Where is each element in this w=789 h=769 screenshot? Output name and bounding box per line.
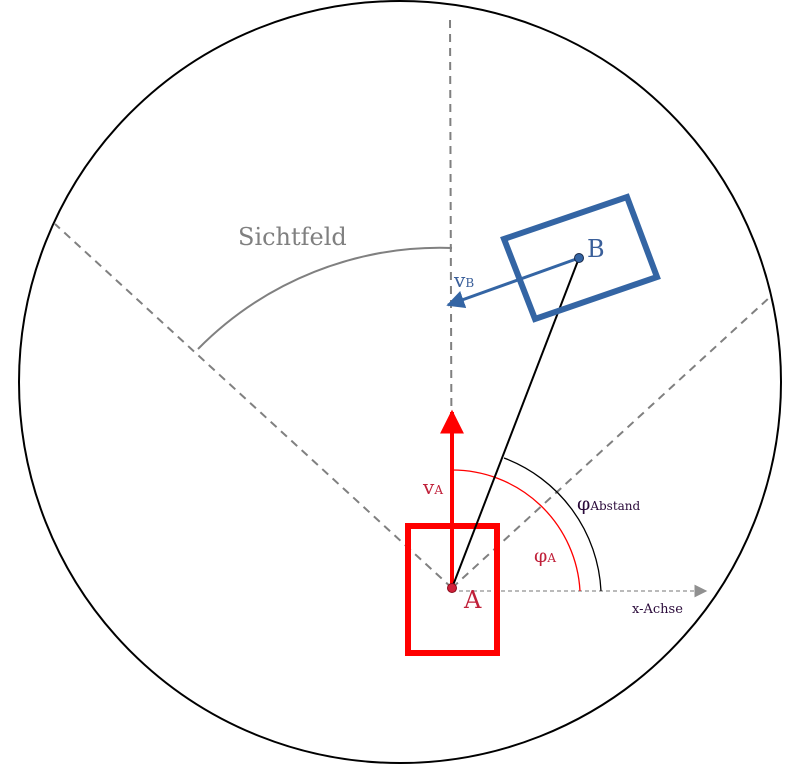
x-axis-label: x-Achse bbox=[632, 602, 683, 617]
velocity-b-symbol: v bbox=[453, 268, 466, 292]
phi-abstand-label: φAbstand bbox=[577, 493, 641, 515]
vehicle-b-body bbox=[500, 193, 661, 323]
point-b-label: B bbox=[587, 235, 605, 263]
phi-a-symbol: φ bbox=[534, 545, 547, 567]
velocity-b-arrow bbox=[446, 256, 580, 309]
velocity-b-label: vB bbox=[453, 268, 474, 292]
point-b-marker bbox=[574, 253, 584, 263]
phi-a-subscript: A bbox=[546, 551, 556, 565]
field-of-view-label: Sichtfeld bbox=[238, 223, 347, 251]
phi-a-arc bbox=[451, 469, 581, 592]
fov-right-boundary bbox=[451, 296, 771, 589]
velocity-a-symbol: v bbox=[422, 475, 435, 499]
phi-abstand-subscript: Abstand bbox=[589, 499, 640, 513]
velocity-b-subscript: B bbox=[465, 276, 474, 290]
point-a-label: A bbox=[463, 586, 482, 614]
velocity-a-subscript: A bbox=[433, 483, 443, 497]
phi-abstand-symbol: φ bbox=[577, 493, 590, 515]
sensor-range-circle bbox=[18, 0, 782, 764]
phi-abstand-arc bbox=[503, 457, 602, 592]
velocity-a-label: vA bbox=[422, 475, 443, 499]
point-a-marker bbox=[447, 583, 457, 593]
fov-left-boundary bbox=[54, 223, 453, 589]
field-of-view-arc bbox=[197, 246, 453, 350]
phi-a-label: φA bbox=[534, 545, 556, 567]
